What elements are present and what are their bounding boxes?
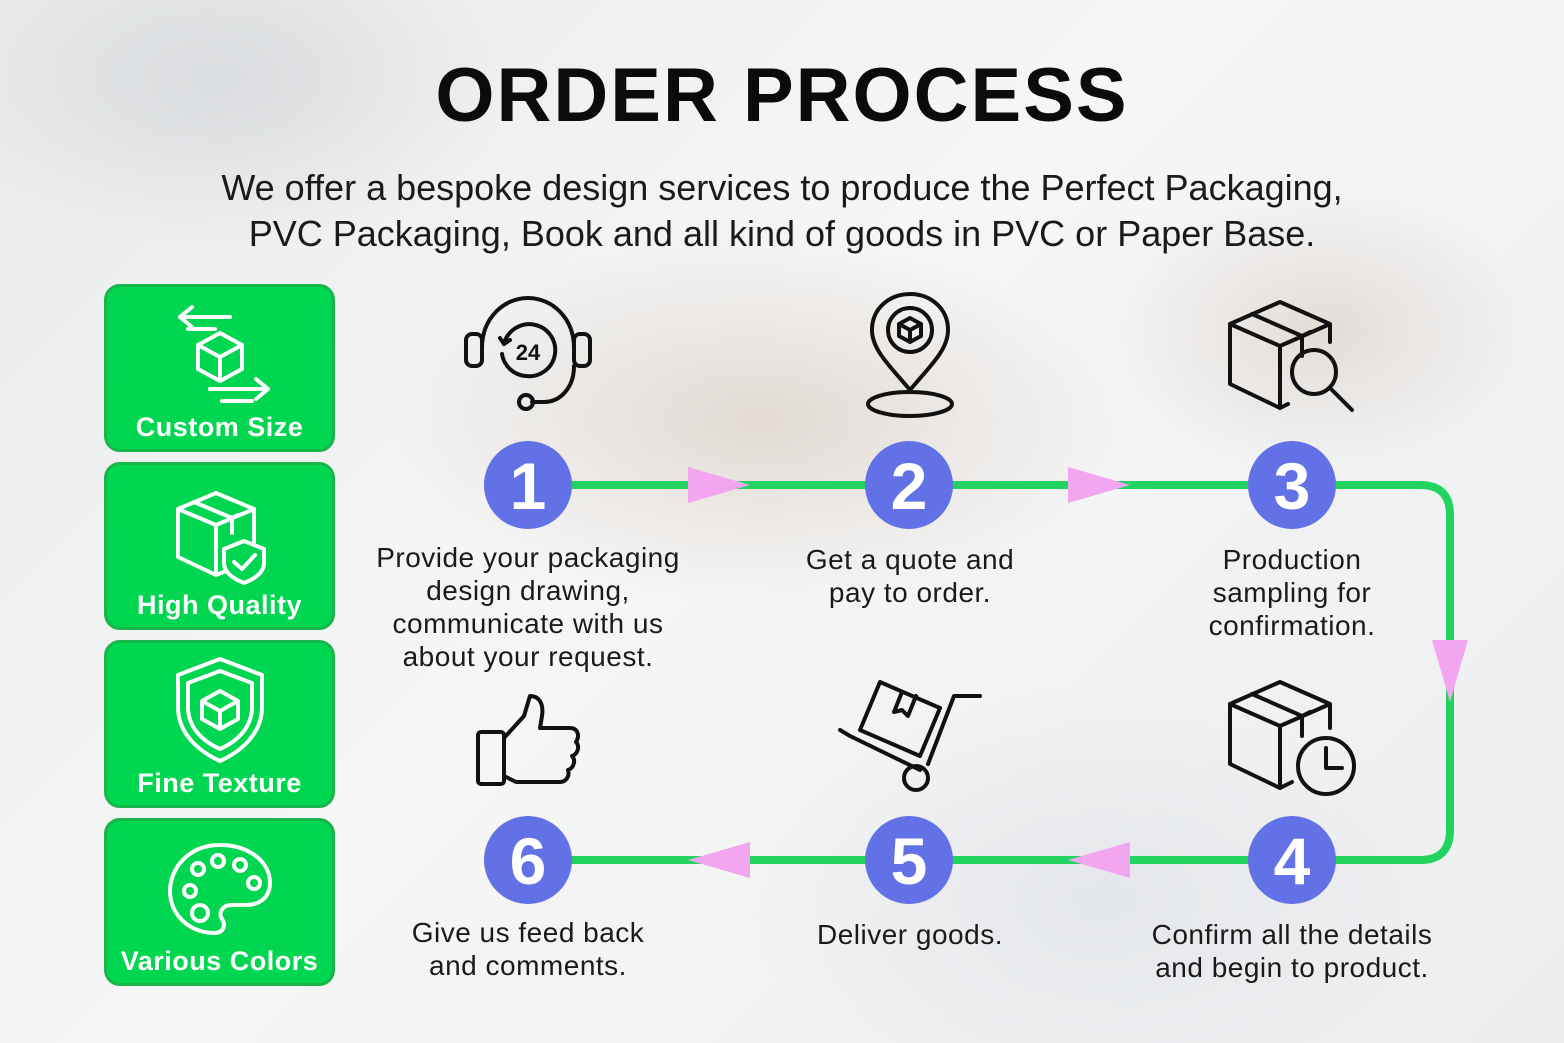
step-number-1: 1 <box>484 441 572 529</box>
step-description-3: Production sampling for confirmation. <box>1142 543 1442 642</box>
step-text-line: Give us feed back <box>411 917 645 948</box>
feature-label: Custom Size <box>135 412 304 442</box>
step-text-line: Get a quote and <box>805 544 1015 575</box>
step-text-line: Provide your packaging <box>376 542 680 573</box>
feature-label: Fine Texture <box>137 768 302 798</box>
path-arrows <box>688 467 1468 878</box>
step-description-1: Provide your packaging design drawing, c… <box>338 541 718 673</box>
feature-label: Various Colors <box>120 946 319 976</box>
step-description-4: Confirm all the details and begin to pro… <box>1112 918 1472 984</box>
step-number-3: 3 <box>1248 441 1336 529</box>
resize-cube-icon <box>177 305 270 403</box>
step-text-line: Confirm all the details <box>1151 919 1433 950</box>
step-text-line: confirmation. <box>1208 610 1376 641</box>
feature-card-high-quality: High Quality <box>104 462 335 630</box>
step-number-5: 5 <box>865 816 953 904</box>
svg-text:24: 24 <box>516 340 541 365</box>
feature-label: High Quality <box>136 590 302 620</box>
step-text-line: Deliver goods. <box>817 919 1003 950</box>
step-text-line: sampling for <box>1212 577 1372 608</box>
step-number-4: 4 <box>1248 816 1336 904</box>
step-number-2: 2 <box>865 441 953 529</box>
step-text-line: about your request. <box>402 641 654 672</box>
box-shield-icon <box>175 491 266 585</box>
step-description-6: Give us feed back and comments. <box>368 916 688 982</box>
location-pin-box-icon <box>866 292 954 418</box>
step-text-line: communicate with us <box>392 608 664 639</box>
step-description-2: Get a quote and pay to order. <box>760 543 1060 609</box>
subtitle-line: We offer a bespoke design services to pr… <box>221 167 1343 208</box>
step-description-5: Deliver goods. <box>760 918 1060 951</box>
subtitle-line: PVC Packaging, Book and all kind of good… <box>248 213 1316 254</box>
thumbs-up-icon <box>476 694 581 786</box>
step-text-line: design drawing, <box>426 575 630 606</box>
feature-card-fine-texture: Fine Texture <box>104 640 335 808</box>
arrow-right <box>688 467 750 503</box>
step-text-line: and comments. <box>429 950 627 981</box>
shield-cube-icon <box>175 657 264 763</box>
feature-card-custom-size: Custom Size <box>104 284 335 452</box>
box-search-icon <box>1228 300 1354 412</box>
arrow-down <box>1432 640 1468 702</box>
step-text-line: pay to order. <box>828 577 992 608</box>
page-subtitle: We offer a bespoke design services to pr… <box>0 165 1564 257</box>
hand-truck-box-icon <box>838 680 982 792</box>
step-text-line: and begin to product. <box>1155 952 1429 983</box>
page-title: ORDER PROCESS <box>435 53 1129 138</box>
arrow-right <box>1068 467 1130 503</box>
arrow-left <box>688 842 750 878</box>
arrow-left <box>1068 842 1130 878</box>
palette-icon <box>167 843 272 935</box>
feature-card-various-colors: Various Colors <box>104 818 335 986</box>
24h-support-icon: 24 <box>464 296 592 411</box>
step-number-6: 6 <box>484 816 572 904</box>
step-text-line: Production <box>1222 544 1362 575</box>
box-clock-icon <box>1228 680 1356 796</box>
